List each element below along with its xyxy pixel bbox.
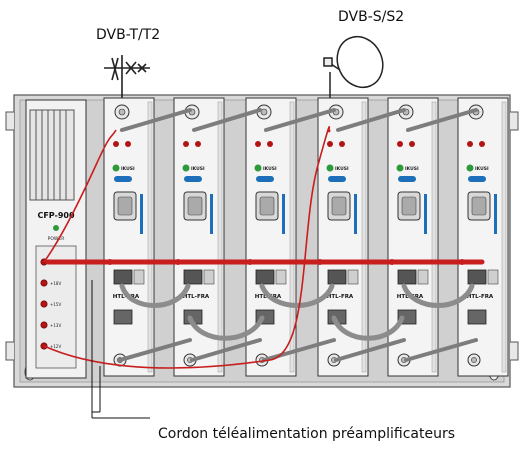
dvbs-label: DVB-S/S2 — [338, 9, 405, 25]
brand-logo-icon — [466, 164, 474, 172]
rj45-port-icon — [113, 269, 133, 285]
rj45-port-icon — [183, 269, 203, 285]
grey-loop-cables — [119, 283, 475, 341]
link-cable — [118, 338, 192, 362]
psu-output-label: +15V — [50, 302, 61, 307]
link-cable — [192, 108, 262, 132]
link-cable — [264, 108, 336, 132]
module-brand-label: IKUSI — [405, 166, 419, 172]
modules-layer: IKUSI HTL-FRA IKUSI HTL-FRA IKUSI HTL-FRA IKUS… — [103, 97, 509, 377]
cordon-callout-label: Cordon téléalimentation préamplificateur… — [158, 426, 456, 442]
rj45-port-icon — [467, 269, 487, 285]
loop-cable — [401, 283, 475, 308]
brand-logo-icon — [182, 164, 190, 172]
link-cable — [262, 338, 336, 362]
red-bus-junctions — [107, 259, 465, 265]
link-cable — [406, 108, 478, 132]
dc-input-icon — [113, 141, 119, 147]
brand-logo-icon — [326, 164, 334, 172]
module-panel: IKUSI HTL-FRA — [317, 97, 369, 377]
module-type-label: HTL-FRA — [183, 294, 210, 300]
dc-input-icon — [255, 141, 261, 147]
link-cable — [120, 108, 192, 132]
dvbt-antenna-icon — [104, 55, 150, 98]
loop-cable — [259, 283, 335, 308]
dc-input-icon — [397, 141, 403, 147]
module-brand-label: IKUSI — [335, 166, 349, 172]
dc-input-icon — [467, 141, 473, 147]
loop-cable — [331, 315, 405, 341]
psu-output-label: +12V — [50, 344, 61, 349]
module-type-label: HTL-FRA — [327, 294, 354, 300]
brand-logo-icon — [254, 164, 262, 172]
module-brand-label: IKUSI — [121, 166, 135, 172]
psu-output-label: +18V — [50, 281, 61, 286]
power-led-icon — [53, 225, 59, 231]
rj45-port-icon — [397, 269, 417, 285]
loop-cable — [119, 283, 191, 308]
brand-logo-icon — [396, 164, 404, 172]
power-supply-unit: CFP-900 POWER +24V +18V +15V +13V +12V — [25, 99, 87, 379]
brand-logo-icon — [112, 164, 120, 172]
dc-input-icon — [183, 141, 189, 147]
module-type-label: HTL-FRA — [467, 294, 494, 300]
psu-power-label: POWER — [48, 236, 65, 242]
module-brand-label: IKUSI — [191, 166, 205, 172]
link-cable — [190, 338, 262, 362]
dvbt-label: DVB-T/T2 — [96, 27, 161, 43]
module-panel: IKUSI HTL-FRA — [457, 97, 509, 377]
link-cable — [404, 338, 478, 362]
module-panel: IKUSI HTL-FRA — [173, 97, 225, 377]
satellite-dish-icon — [323, 35, 384, 98]
heatsink-fins — [29, 109, 75, 201]
callout-leader — [91, 280, 150, 419]
link-cable — [336, 108, 406, 132]
psu-output-connectors — [40, 258, 48, 350]
module-brand-label: IKUSI — [475, 166, 489, 172]
link-cable — [334, 338, 406, 362]
loop-cable — [187, 315, 265, 341]
rj45-port-icon — [327, 269, 347, 285]
rj45-port-icon — [255, 269, 275, 285]
bottom-link-cables — [118, 338, 478, 362]
psu-output-label: +13V — [50, 323, 61, 328]
red-feed-wires — [43, 126, 331, 369]
top-link-cables — [120, 108, 478, 132]
dc-input-icon — [327, 141, 333, 147]
psu-model-label: CFP-900 — [37, 211, 75, 220]
module-brand-label: IKUSI — [263, 166, 277, 172]
